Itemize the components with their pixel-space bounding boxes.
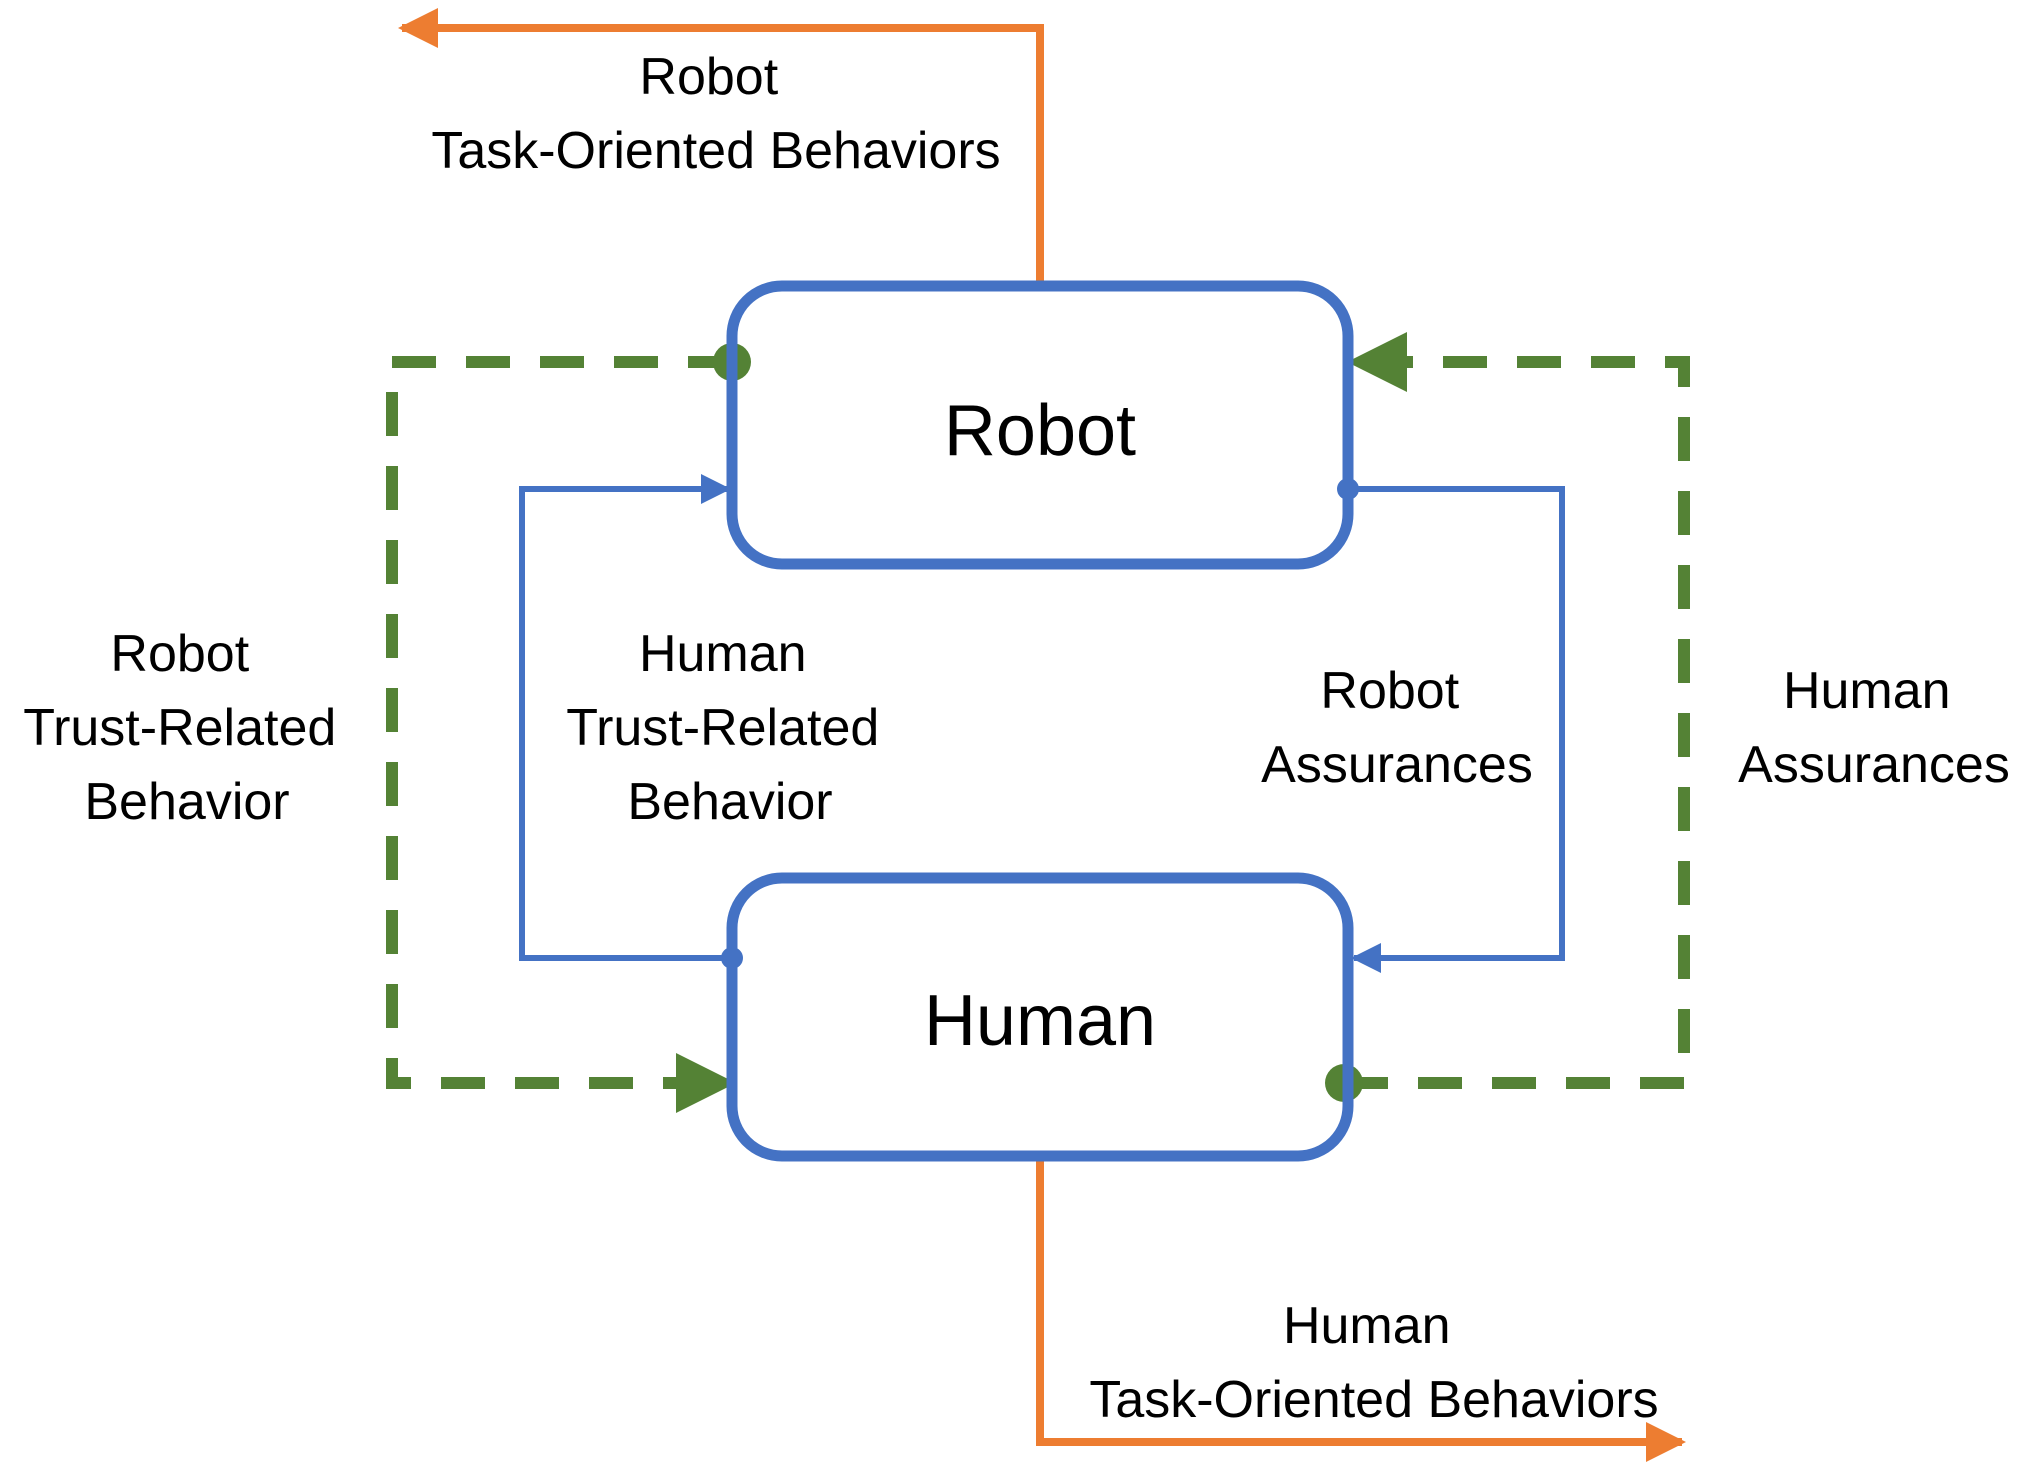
robot-trust-related-behavior-loop xyxy=(386,356,736,1113)
robot-trust-related-label: Robot Trust-Related Behavior xyxy=(23,625,351,831)
human-assurances-label: Human Assurances xyxy=(1738,662,2010,794)
robot-assurances-label: Robot Assurances xyxy=(1261,662,1533,794)
robot-node-label: Robot xyxy=(944,391,1136,471)
robot-node-box xyxy=(726,280,1354,570)
human-trust-related-behavior-loop xyxy=(519,474,732,961)
robot-task-oriented-label: Robot Task-Oriented Behaviors xyxy=(431,48,1000,180)
robot-assurances-loop xyxy=(1348,486,1565,973)
human-task-oriented-label: Human Task-Oriented Behaviors xyxy=(1089,1297,1658,1429)
human-node-label: Human xyxy=(924,981,1156,1061)
human-trust-related-label: Human Trust-Related Behavior xyxy=(566,625,894,831)
robot-task-oriented-arrow xyxy=(398,8,1044,282)
human-task-oriented-arrow xyxy=(1036,1155,1686,1462)
human-node-box xyxy=(726,872,1354,1162)
human-assurances-loop xyxy=(1344,332,1690,1089)
